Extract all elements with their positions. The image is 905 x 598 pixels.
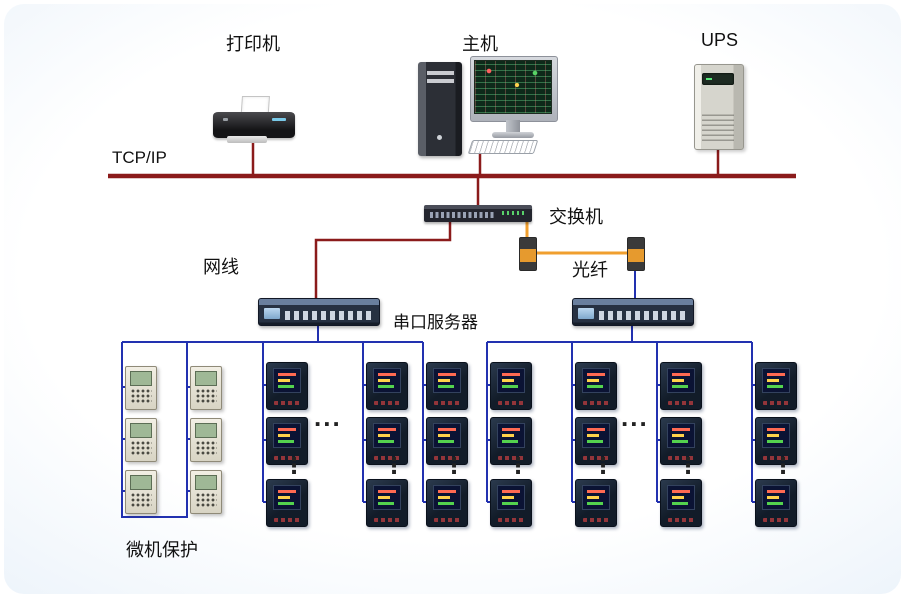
more-columns-ellipsis: ... [621, 402, 649, 432]
serial-server-right-device [572, 298, 694, 326]
printer-body [213, 112, 295, 138]
power-meter [426, 417, 468, 465]
protection-relay [125, 366, 157, 410]
more-rows-ellipsis: ⋮ [592, 454, 614, 479]
optical-fiber-label: 光纤 [572, 260, 608, 280]
power-meter [755, 417, 797, 465]
power-meter [755, 479, 797, 527]
computer-tower [418, 62, 462, 156]
protection-relay [190, 470, 222, 514]
more-rows-ellipsis: ⋮ [507, 454, 529, 479]
right-device-stub-lines [487, 384, 756, 503]
left-serial-bus-lines [121, 324, 424, 518]
protection-relay [125, 418, 157, 462]
power-meter [755, 362, 797, 410]
power-meter [266, 417, 308, 465]
serial-server-label: 串口服务器 [393, 313, 478, 332]
right-serial-bus-lines [486, 324, 753, 502]
protection-relay [125, 470, 157, 514]
more-rows-ellipsis: ⋮ [383, 454, 405, 479]
monitor-stand [506, 120, 520, 132]
power-meter [660, 479, 702, 527]
left-device-stub-lines [122, 384, 427, 503]
switch-label: 交换机 [549, 207, 603, 227]
ethernet-switch-device [424, 205, 532, 222]
device-drop-lines [251, 142, 720, 206]
printer-device [213, 96, 295, 144]
fiber-converter-right [627, 237, 645, 271]
microcomputer-protection-label: 微机保护 [126, 540, 198, 560]
serial-server-left-device [258, 298, 380, 326]
power-meter [660, 417, 702, 465]
more-rows-ellipsis: ⋮ [443, 454, 465, 479]
power-meter [660, 362, 702, 410]
power-meter [266, 362, 308, 410]
computer-screen [474, 60, 552, 114]
power-meter [426, 479, 468, 527]
more-rows-ellipsis: ⋮ [772, 454, 794, 479]
ups-label: UPS [700, 30, 738, 50]
power-meter [426, 362, 468, 410]
power-meter [575, 417, 617, 465]
more-columns-ellipsis: ... [314, 402, 342, 432]
printer-tray [227, 136, 267, 143]
power-meter [366, 417, 408, 465]
protection-relay [190, 366, 222, 410]
tcpip-label: TCP/IP [112, 148, 167, 167]
protection-relay [190, 418, 222, 462]
host-computer-device [418, 56, 558, 166]
serial-wiring-lines [121, 269, 756, 518]
fiber-converter-left [519, 237, 537, 271]
power-meter [366, 479, 408, 527]
power-meter [575, 362, 617, 410]
power-meter [575, 479, 617, 527]
power-meter [490, 362, 532, 410]
network-cable-label: 网线 [203, 257, 239, 277]
ups-device [694, 64, 744, 150]
fiber-lines [525, 221, 629, 255]
computer-keyboard [467, 140, 539, 154]
network-cable-line [314, 222, 452, 299]
host-label: 主机 [462, 34, 498, 54]
printer-label: 打印机 [226, 34, 280, 54]
more-rows-ellipsis: ⋮ [677, 454, 699, 479]
power-meter [266, 479, 308, 527]
more-rows-ellipsis: ⋮ [283, 454, 305, 479]
power-meter [366, 362, 408, 410]
tcpip-bus-lines [108, 142, 796, 299]
power-meter [490, 479, 532, 527]
monitor-base [492, 132, 534, 138]
power-meter [490, 417, 532, 465]
